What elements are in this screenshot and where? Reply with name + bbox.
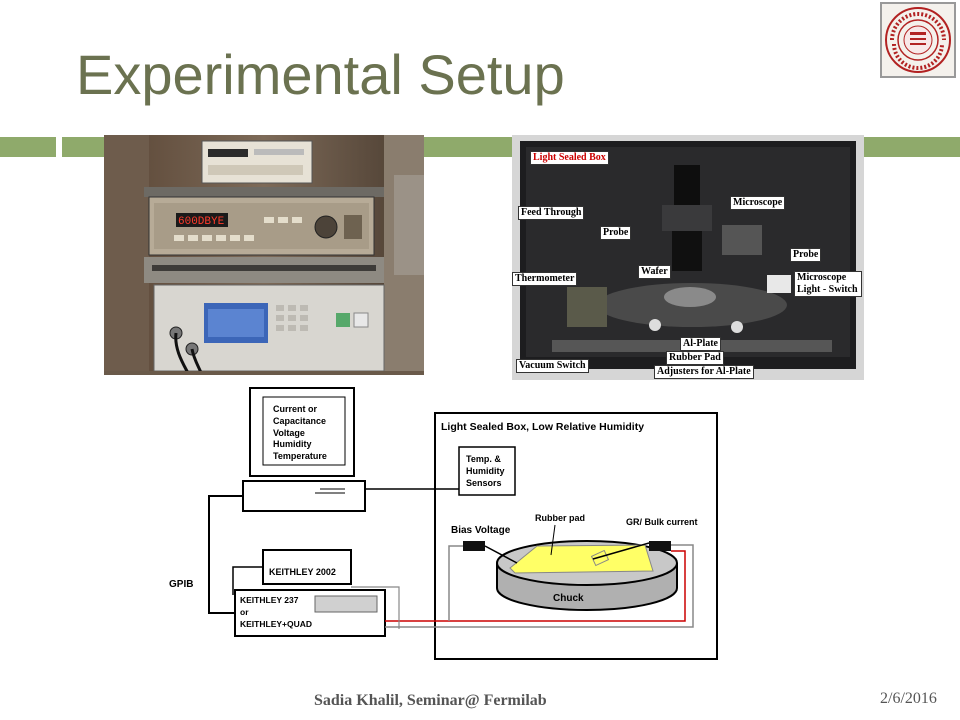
instrument-rack-photo: 600DBYE [104, 135, 424, 376]
setup-diagram: Current or Capacitance Voltage Humidity … [165, 383, 720, 663]
gr-probe-block [649, 541, 671, 551]
label-adjusters: Adjusters for Al-Plate [654, 365, 754, 379]
slide-title: Experimental Setup [76, 43, 565, 106]
keithley-237-line-1: KEITHLEY 237 [240, 595, 299, 605]
box-title: Light Sealed Box, Low Relative Humidity [441, 421, 644, 433]
label-microscope: Microscope [730, 196, 786, 210]
sensors-line-1: Temp. & [466, 454, 501, 464]
light-sealed-box-photo: Light Sealed Box Feed Through Probe Micr… [512, 135, 864, 380]
keithley-2002-box [262, 549, 352, 585]
footer-date: 2/6/2016 [880, 690, 937, 707]
sensors-line-2: Humidity [466, 466, 505, 476]
bias-voltage-label: Bias Voltage [451, 525, 511, 536]
gpib-label: GPIB [169, 579, 193, 590]
bias-probe-block [463, 541, 485, 551]
label-al-plate: Al-Plate [680, 337, 721, 351]
footer-author: Sadia Khalil, Seminar@ Fermilab [314, 692, 547, 709]
label-light-sealed-box: Light Sealed Box [530, 151, 609, 165]
monitor-line-3: Voltage [273, 428, 305, 438]
keithley-2002-label: KEITHLEY 2002 [269, 567, 336, 577]
label-wafer: Wafer [638, 265, 671, 279]
keithley-237-line-3: KEITHLEY+QUAD [240, 619, 312, 629]
gr-bulk-label: GR/ Bulk current [626, 517, 698, 527]
label-microscope-light-switch: Microscope Light - Switch [794, 271, 862, 297]
label-vacuum-switch: Vacuum Switch [516, 359, 589, 373]
label-thermometer: Thermometer [512, 272, 578, 286]
computer-box [242, 480, 366, 512]
syracuse-logo [880, 2, 956, 78]
seal-icon [885, 7, 951, 73]
monitor-line-1: Current or [273, 404, 318, 414]
sensors-line-3: Sensors [466, 478, 502, 488]
label-feed-through: Feed Through [518, 206, 585, 220]
accent-bar-left [0, 137, 56, 157]
keithley-237-line-2: or [240, 607, 249, 617]
monitor-line-5: Temperature [273, 451, 327, 461]
rubber-pad-label: Rubber pad [535, 513, 585, 523]
monitor-line-4: Humidity [273, 439, 312, 449]
sensors-box [458, 446, 516, 496]
label-probe-right: Probe [790, 248, 822, 262]
label-probe-left: Probe [600, 226, 632, 240]
label-rubber-pad: Rubber Pad [666, 351, 724, 365]
chuck-label: Chuck [553, 593, 584, 604]
monitor-line-2: Capacitance [273, 416, 326, 426]
display-text: 600DBYE [178, 216, 225, 228]
